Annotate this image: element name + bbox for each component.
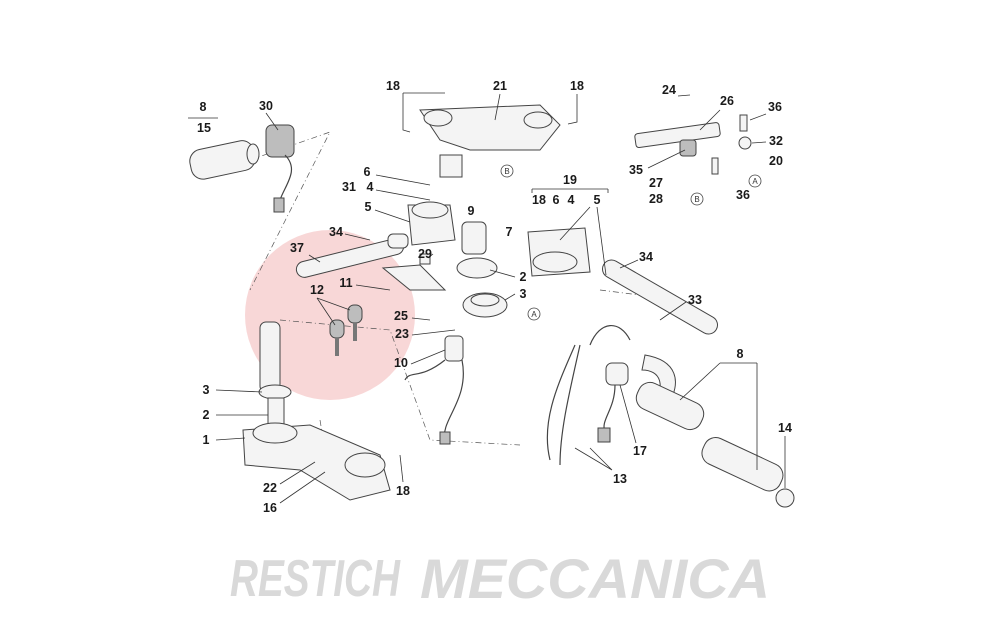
part-label: 8 xyxy=(737,347,744,361)
part-label: 2 xyxy=(203,408,210,422)
part-label: 22 xyxy=(263,481,277,495)
watermark-word-1: RESTICH xyxy=(230,550,401,608)
part-label: 4 xyxy=(568,193,575,207)
part-label: 30 xyxy=(259,99,273,113)
part-label: 25 xyxy=(394,309,408,323)
ref-marker-b: B xyxy=(504,167,509,176)
part-label: 2 xyxy=(520,270,527,284)
part-label: 34 xyxy=(329,225,343,239)
reference-markers: A B B A xyxy=(500,164,762,321)
watermark: RESTICH MECCANICA xyxy=(230,547,770,610)
part-label: 10 xyxy=(394,356,408,370)
part-label: 5 xyxy=(365,200,372,214)
watermark-word-2: MECCANICA xyxy=(420,547,770,610)
part-label: 23 xyxy=(395,327,409,341)
ref-marker-a: A xyxy=(531,310,537,319)
part-label: 37 xyxy=(290,241,304,255)
part-label: 15 xyxy=(197,121,211,135)
part-label: 6 xyxy=(553,193,560,207)
part-label: 18 xyxy=(386,79,400,93)
part-label: 35 xyxy=(629,163,643,177)
part-label: 11 xyxy=(339,276,352,290)
ref-marker-a: A xyxy=(752,177,758,186)
part-label: 9 xyxy=(468,204,475,218)
steering-damper-part xyxy=(634,114,752,175)
part-label: 16 xyxy=(263,501,277,515)
part-label: 6 xyxy=(364,165,371,179)
ignition-lock-part xyxy=(381,221,508,318)
part-label: 21 xyxy=(493,79,507,93)
keys-part xyxy=(329,304,363,356)
part-label: 18 xyxy=(396,484,410,498)
part-label: 5 xyxy=(594,193,601,207)
part-label: 24 xyxy=(662,83,676,97)
part-label: 7 xyxy=(506,225,513,239)
part-label: 14 xyxy=(778,421,792,435)
watermark-disc xyxy=(245,230,415,400)
part-label: 8 xyxy=(200,100,207,114)
part-number-labels: 8 15 30 18 21 18 24 26 36 32 20 35 27 28… xyxy=(197,79,792,515)
part-label: 1 xyxy=(203,433,210,447)
part-label: 12 xyxy=(310,283,324,297)
part-label: 32 xyxy=(769,134,783,148)
part-label: 34 xyxy=(639,250,653,264)
right-clipon-part xyxy=(527,227,718,335)
part-label: 20 xyxy=(769,154,783,168)
part-label: 18 xyxy=(532,193,546,207)
ref-marker-b: B xyxy=(694,195,699,204)
part-label: 36 xyxy=(736,188,750,202)
part-label: 26 xyxy=(720,94,734,108)
part-label: 4 xyxy=(367,180,374,194)
part-label: 3 xyxy=(520,287,527,301)
left-clipon-part xyxy=(295,201,456,278)
part-label: 13 xyxy=(613,472,627,486)
left-grip-part xyxy=(189,124,295,213)
part-label: 29 xyxy=(418,247,432,261)
right-grip-part xyxy=(635,381,795,508)
steering-stem-part xyxy=(242,321,391,501)
part-label: 27 xyxy=(649,176,663,190)
leader-lines xyxy=(188,92,786,504)
part-label: 3 xyxy=(203,383,210,397)
part-label: 19 xyxy=(563,173,577,187)
part-label: 28 xyxy=(649,192,663,206)
part-label: 17 xyxy=(633,444,647,458)
part-label: 31 xyxy=(342,180,356,194)
part-label: 36 xyxy=(768,100,782,114)
part-label: 33 xyxy=(688,293,702,307)
top-yoke-part xyxy=(419,104,561,178)
part-label: 18 xyxy=(570,79,584,93)
